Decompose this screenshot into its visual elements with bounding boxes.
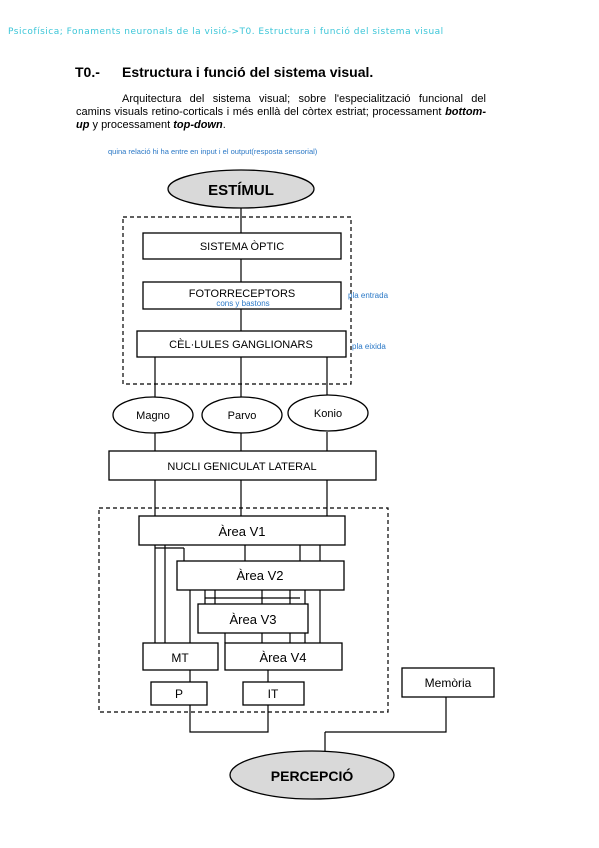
output-layer-note: pla eixida xyxy=(352,342,386,351)
document-header: Psicofísica; Fonaments neuronals de la v… xyxy=(8,27,444,37)
perception-node xyxy=(229,750,395,800)
optic-system-label: SISTEMA ÒPTIC xyxy=(200,240,284,253)
mt-label: MT xyxy=(171,651,189,665)
it-label: IT xyxy=(268,687,279,701)
p-box xyxy=(150,681,208,706)
cones-note: cons y bastons xyxy=(216,299,269,308)
mt-box xyxy=(142,642,219,671)
perception-label: PERCEPCIÓ xyxy=(271,767,354,784)
ganglion-cells-box xyxy=(136,330,347,358)
konio-label: Konio xyxy=(314,408,342,420)
stimulus-node xyxy=(167,169,315,209)
area-v4-box xyxy=(224,642,343,671)
section-heading: Estructura i funció del sistema visual. xyxy=(122,64,374,80)
retina-region xyxy=(122,216,352,385)
intro-text: y processament xyxy=(89,119,174,131)
intro-top-down: top-down xyxy=(173,119,223,131)
area-v3-label: Àrea V3 xyxy=(230,612,277,627)
area-v3-box xyxy=(197,603,309,634)
stimulus-label: ESTÍMUL xyxy=(208,182,274,199)
magno-node xyxy=(112,396,194,434)
intro-text: Arquitectura del sistema visual; sobre l… xyxy=(76,93,486,118)
magno-label: Magno xyxy=(136,410,170,422)
memory-box xyxy=(401,667,495,698)
memory-label: Memòria xyxy=(425,676,472,690)
area-v1-label: Àrea V1 xyxy=(219,524,266,539)
input-layer-note: pla entrada xyxy=(348,291,389,300)
section-number: T0.- xyxy=(75,64,100,80)
area-v1-box xyxy=(138,515,346,546)
parvo-node xyxy=(201,396,283,434)
photoreceptors-box xyxy=(142,281,342,310)
area-v2-box xyxy=(176,560,345,591)
lgn-box xyxy=(108,450,377,481)
section-title: T0.- Estructura i funció del sistema visu… xyxy=(75,64,373,80)
area-v2-label: Àrea V2 xyxy=(237,568,284,583)
lgn-label: NUCLI GENICULAT LATERAL xyxy=(167,461,316,473)
question-note: quina relació hi ha entre en input i el … xyxy=(108,147,318,156)
intro-bottom-up: bottom-up xyxy=(76,106,486,131)
ganglion-cells-label: CÈL·LULES GANGLIONARS xyxy=(169,338,313,351)
it-box xyxy=(242,681,305,706)
optic-system-box xyxy=(142,232,342,260)
parvo-label: Parvo xyxy=(228,410,257,422)
konio-node xyxy=(287,394,369,432)
cortex-region xyxy=(98,507,389,713)
area-v4-label: Àrea V4 xyxy=(260,650,307,665)
intro-paragraph: Arquitectura del sistema visual; sobre l… xyxy=(76,93,486,132)
p-label: P xyxy=(175,687,183,701)
photoreceptors-label: FOTORRECEPTORS xyxy=(189,288,296,300)
intro-text: . xyxy=(222,119,226,131)
